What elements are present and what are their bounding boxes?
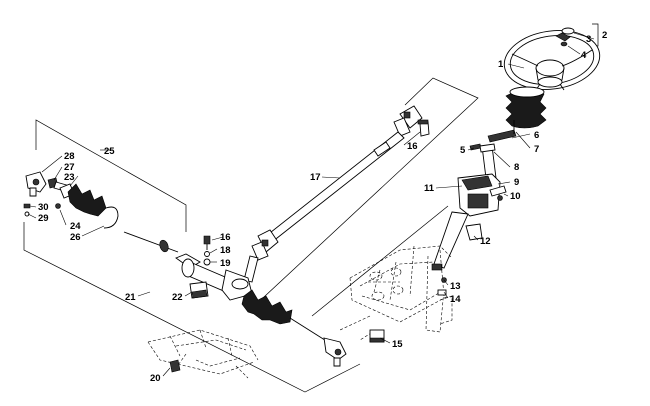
callout-29: 29 <box>38 213 49 224</box>
callout-21: 21 <box>125 292 136 303</box>
callout-24: 24 <box>70 221 81 232</box>
column-clip <box>469 143 482 151</box>
column-bushing <box>369 329 385 343</box>
callout-22: 22 <box>172 292 183 303</box>
callout-20: 20 <box>150 373 161 384</box>
callout-13: 13 <box>450 281 461 292</box>
steering-column <box>431 143 507 271</box>
leader-lines <box>27 32 595 377</box>
callout-25: 25 <box>104 146 115 157</box>
callout-9: 9 <box>514 177 519 188</box>
chassis-frame-right <box>339 245 453 341</box>
callout-16-upper: 16 <box>407 141 418 152</box>
bolt-lower-set <box>203 235 211 266</box>
column-boot <box>505 86 547 129</box>
intermediate-shaft <box>243 105 423 283</box>
callout-27: 27 <box>64 162 75 173</box>
callout-1: 1 <box>498 59 504 70</box>
column-mount-fasteners <box>437 277 447 296</box>
callout-2: 2 <box>602 30 607 41</box>
mount-nut-20 <box>169 359 181 373</box>
callout-5: 5 <box>460 145 466 156</box>
callout-12: 12 <box>480 236 491 247</box>
callout-26: 26 <box>70 232 81 243</box>
callout-28: 28 <box>64 151 75 162</box>
column-collar <box>487 129 517 143</box>
callout-30: 30 <box>38 202 49 213</box>
frame-tie-rod-group <box>35 119 187 232</box>
group-frames <box>23 23 599 393</box>
callout-4: 4 <box>581 50 587 61</box>
frame-column-group <box>311 205 449 317</box>
callout-23: 23 <box>64 172 75 183</box>
callout-17: 17 <box>310 172 321 183</box>
left-tie-rod-assembly <box>23 171 119 229</box>
steering-rack <box>123 231 347 367</box>
steering-wheel <box>503 30 601 91</box>
callout-10: 10 <box>510 191 521 202</box>
callout-7: 7 <box>534 144 539 155</box>
bolt-upper <box>417 119 430 137</box>
callout-11: 11 <box>424 183 435 194</box>
callout-18: 18 <box>220 245 231 256</box>
callout-8: 8 <box>514 162 519 173</box>
callout-6: 6 <box>534 130 539 141</box>
callout-labels: 1 2 3 4 5 6 7 8 9 10 11 12 13 14 15 16 1… <box>38 30 607 384</box>
frame-shaft-group <box>249 77 479 311</box>
callout-14: 14 <box>450 294 461 305</box>
chassis-frame-bottom <box>147 329 259 379</box>
callout-19: 19 <box>220 258 231 269</box>
callout-3: 3 <box>586 34 591 45</box>
horn-cap <box>555 27 575 47</box>
callout-15: 15 <box>392 339 403 350</box>
callout-16-lower: 16 <box>220 232 231 243</box>
frame-rack-group <box>23 222 361 393</box>
